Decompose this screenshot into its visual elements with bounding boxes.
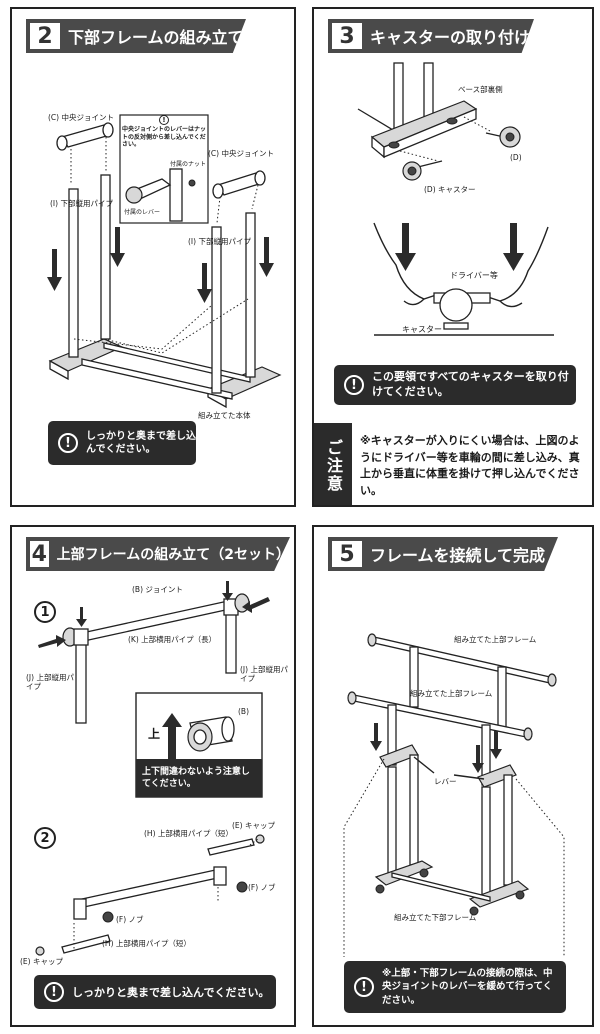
- alert-icon: !: [58, 433, 78, 453]
- lever-callout: ! 中央ジョイントのレバーはナットの反対側から差し込んでください。: [122, 113, 206, 149]
- label-pipe-right: (I) 下部縦用パイプ: [188, 237, 251, 246]
- label-j-right: (J) 上部縦用パイプ: [240, 665, 288, 683]
- label-base-back: ベース部裏側: [458, 85, 503, 94]
- caution-tag: ご注意: [314, 423, 352, 505]
- callout-text: 中央ジョイントのレバーはナットの反対側から差し込んでください。: [122, 126, 207, 148]
- step5-header: 5 フレームを接続して完成: [328, 537, 558, 571]
- label-e-bottom: (E) キャップ: [20, 957, 63, 966]
- label-d: (D): [510, 153, 522, 162]
- step3-header: 3 キャスターの取り付け: [328, 19, 534, 53]
- label-joint-right: (C) 中央ジョイント: [208, 149, 274, 158]
- note-text: しっかりと奥まで差し込んでください。: [86, 430, 196, 456]
- label-h-bottom: (H) 上部横用パイプ（短）: [102, 939, 191, 948]
- substep-1-marker: 1: [34, 601, 56, 623]
- inset-note-text: 上下間違わないよう注意してください。: [142, 766, 250, 789]
- step-title: キャスターの取り付け: [370, 28, 531, 47]
- step2-panel: 2 下部フレームの組み立て: [10, 7, 296, 507]
- label-k-pipe: (K) 上部横用パイプ（長）: [128, 635, 217, 644]
- label-lever: レバー: [434, 777, 457, 786]
- label-b-joint: (B) ジョイント: [132, 585, 183, 594]
- step5-panel: 5 フレームを接続して完成: [312, 525, 594, 1027]
- lower-frame-illustration: [47, 114, 282, 409]
- label-f-left: (F) ノブ: [116, 915, 144, 924]
- label-e-top: (E) キャップ: [232, 821, 275, 830]
- alert-icon: !: [354, 977, 374, 997]
- label-d-caster: (D) キャスター: [424, 185, 476, 194]
- step2-header: 2 下部フレームの組み立て: [26, 19, 246, 53]
- step-number: 2: [30, 23, 60, 49]
- caution-text: ※キャスターが入りにくい場合は、上図のようにドライバー等を車輪の間に差し込み、真…: [360, 434, 580, 497]
- step4-header: 4 上部フレームの組み立て（2セット）: [26, 537, 290, 571]
- step-title: 下部フレームの組み立て: [68, 28, 244, 47]
- label-joint-left: (C) 中央ジョイント: [48, 113, 114, 122]
- callout-mark: !: [159, 115, 169, 125]
- label-lever: 付属のレバー: [124, 209, 161, 216]
- step3-note: ! この要領ですべてのキャスターを取り付けてください。: [334, 365, 576, 405]
- label-upper1: 組み立てた上部フレーム: [454, 635, 537, 644]
- final-assembly-illustration: [343, 633, 565, 957]
- label-j-left: (J) 上部縦用パイプ: [26, 673, 74, 691]
- label-lower: 組み立てた下部フレーム: [394, 913, 477, 922]
- label-up: 上: [148, 727, 161, 741]
- label-upper2: 組み立てた上部フレーム: [410, 689, 493, 698]
- alert-icon: !: [44, 982, 64, 1002]
- alert-icon: !: [344, 375, 364, 395]
- label-driver: ドライバー等: [450, 271, 498, 280]
- label-b: (B): [238, 707, 249, 716]
- label-pipe-left: (I) 下部縦用パイプ: [50, 199, 113, 208]
- step-title: 上部フレームの組み立て（2セット）: [56, 547, 290, 563]
- substep-2-marker: 2: [34, 827, 56, 849]
- label-f-right: (F) ノブ: [248, 883, 276, 892]
- step4-panel: 4 上部フレームの組み立て（2セット） 1: [10, 525, 296, 1027]
- caster-illustration: [357, 62, 554, 336]
- label-caster: キャスター: [402, 325, 442, 334]
- note-text: しっかりと奥まで差し込んでください。: [72, 986, 270, 999]
- note-text: ※上部・下部フレームの接続の際は、中央ジョイントのレバーを緩めて行ってください。: [382, 968, 553, 1006]
- step-title: フレームを接続して完成: [370, 546, 546, 565]
- step2-note: ! しっかりと奥まで差し込んでください。: [48, 421, 196, 465]
- step-number: 4: [30, 541, 49, 567]
- label-assembled: 組み立てた本体: [198, 411, 251, 420]
- inset-note: 上下間違わないよう注意してください。: [136, 759, 262, 797]
- step3-panel: 3 キャスターの取り付け ベース部裏側 (D) キャスター: [312, 7, 594, 507]
- step4-note: ! しっかりと奥まで差し込んでください。: [34, 975, 276, 1009]
- note-text: この要領ですべてのキャスターを取り付けてください。: [372, 370, 569, 398]
- step5-note: ! ※上部・下部フレームの接続の際は、中央ジョイントのレバーを緩めて行ってくださ…: [344, 961, 566, 1013]
- label-nut: 付属のナット: [170, 161, 207, 168]
- caution-title: ご注意: [324, 439, 343, 493]
- step-number: 5: [332, 541, 362, 567]
- label-h-top: (H) 上部横用パイプ（短）: [144, 829, 233, 838]
- step-number: 3: [332, 23, 362, 49]
